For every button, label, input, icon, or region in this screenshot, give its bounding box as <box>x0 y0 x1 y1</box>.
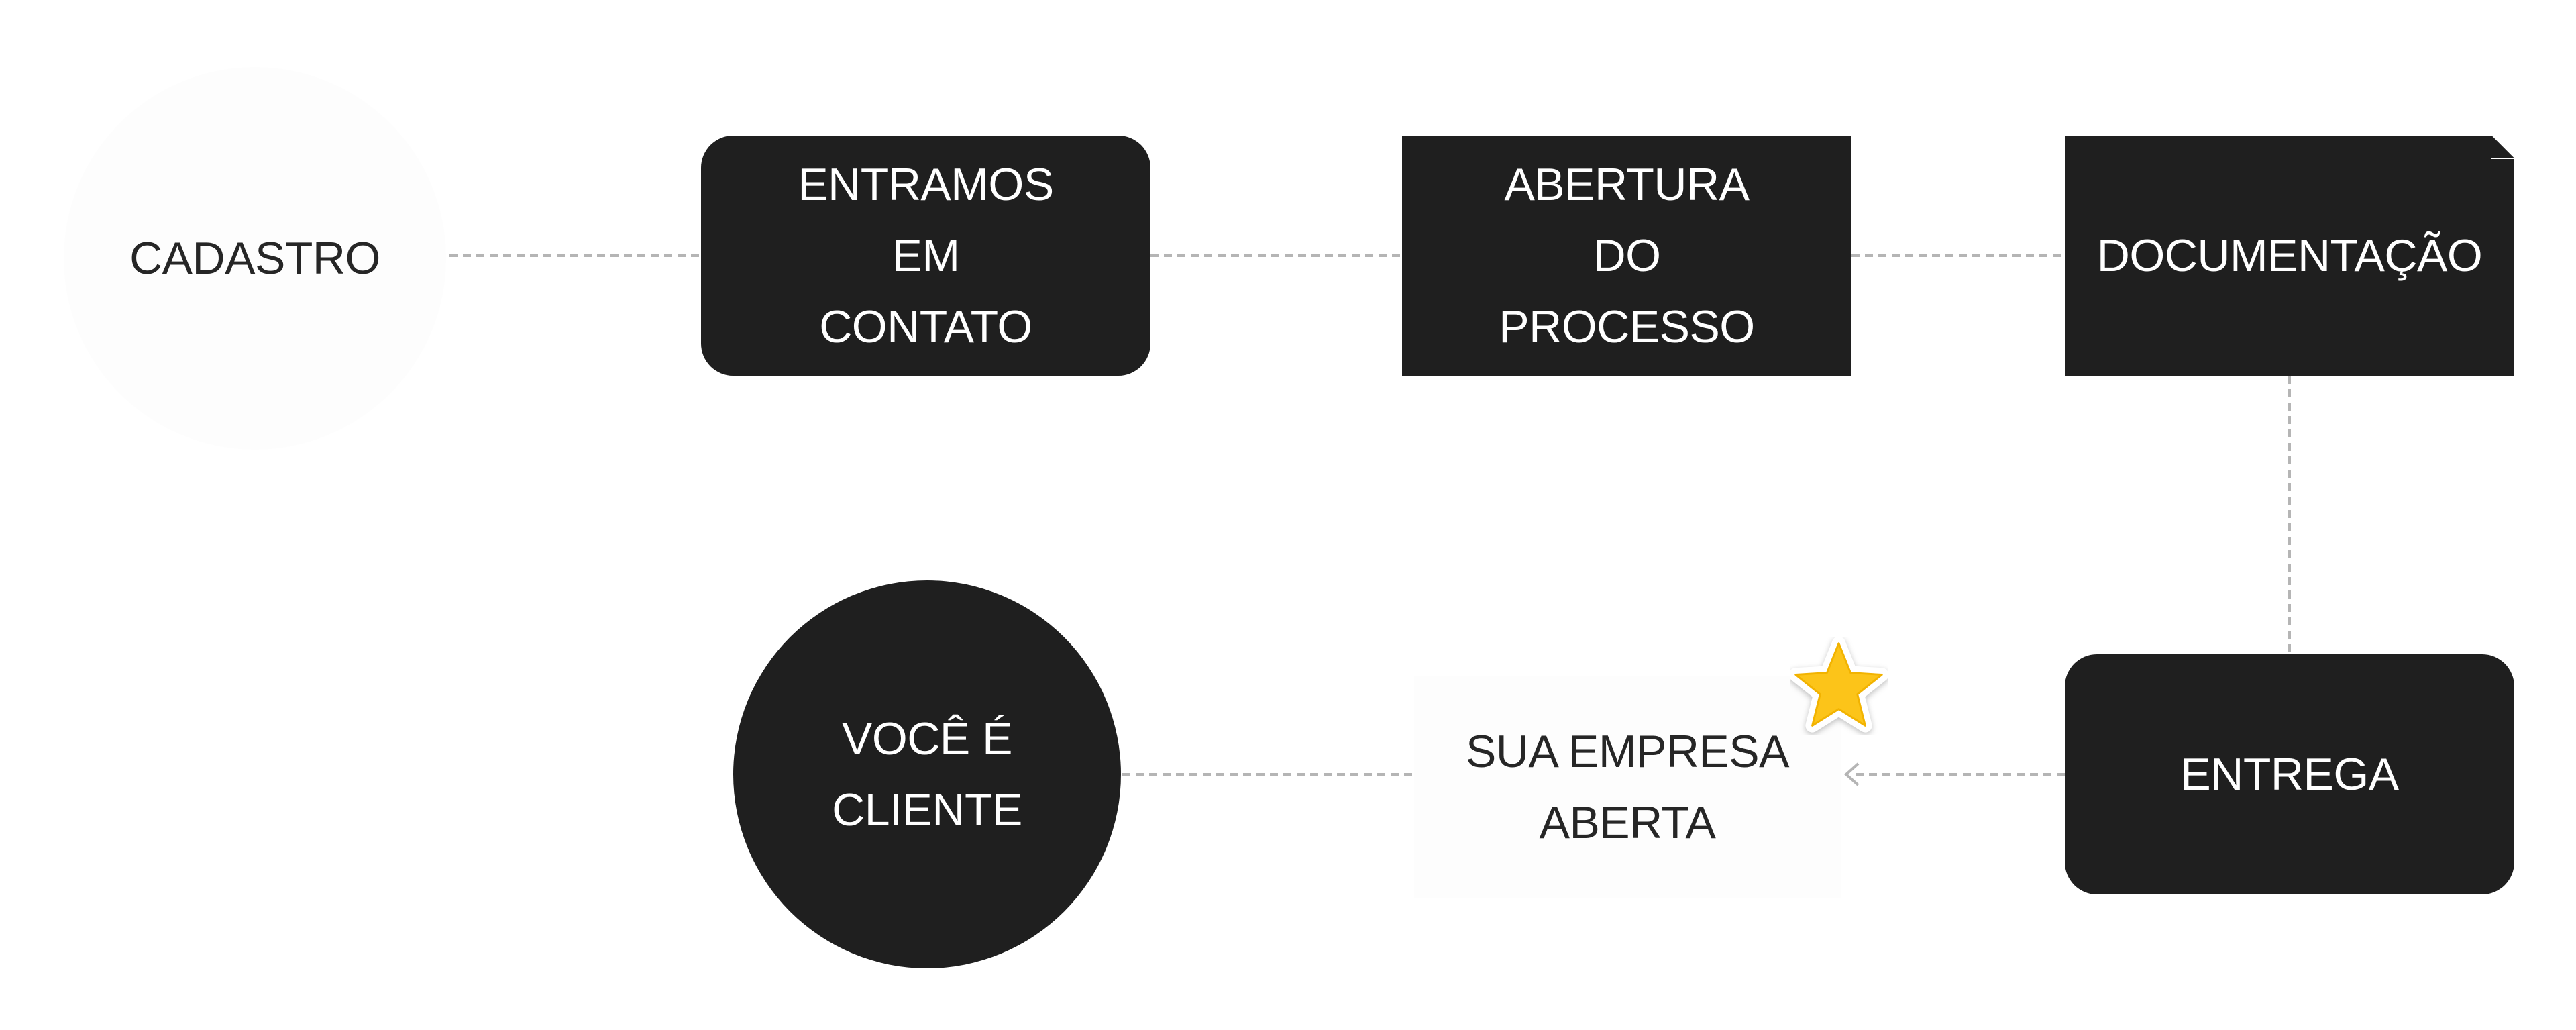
star-icon <box>1790 637 1888 733</box>
node-empresa-line-2: ABERTA <box>1539 797 1716 848</box>
node-cliente-line-1: VOCÊ É <box>842 713 1012 764</box>
arrow-head-icon <box>1843 762 1860 786</box>
node-abertura-do-processo[interactable]: ABERTURA DO PROCESSO <box>1402 136 1851 376</box>
node-entrega[interactable]: ENTREGA <box>2065 654 2514 894</box>
node-abertura-line-1: ABERTURA <box>1504 159 1750 210</box>
node-cadastro[interactable]: CADASTRO <box>64 67 446 450</box>
node-abertura-line-2: DO <box>1593 230 1661 281</box>
node-empresa-line-1: SUA EMPRESA <box>1466 726 1790 777</box>
node-entrega-label: ENTREGA <box>2180 749 2399 800</box>
node-documentacao-label: DOCUMENTAÇÃO <box>2096 230 2483 281</box>
node-sua-empresa-aberta[interactable]: SUA EMPRESA ABERTA <box>1414 676 1841 898</box>
page-fold-icon <box>2491 136 2514 159</box>
node-contato-line-3: CONTATO <box>819 301 1032 352</box>
node-abertura-line-3: PROCESSO <box>1499 301 1755 352</box>
node-documentacao[interactable]: DOCUMENTAÇÃO <box>2065 136 2514 376</box>
node-contato-line-1: ENTRAMOS <box>798 159 1054 210</box>
node-contato-line-2: EM <box>892 230 960 281</box>
node-cliente-line-2: CLIENTE <box>832 784 1022 835</box>
node-voce-e-cliente[interactable]: VOCÊ É CLIENTE <box>733 580 1121 968</box>
node-entramos-em-contato[interactable]: ENTRAMOS EM CONTATO <box>701 136 1150 376</box>
node-cadastro-label: CADASTRO <box>129 233 380 284</box>
